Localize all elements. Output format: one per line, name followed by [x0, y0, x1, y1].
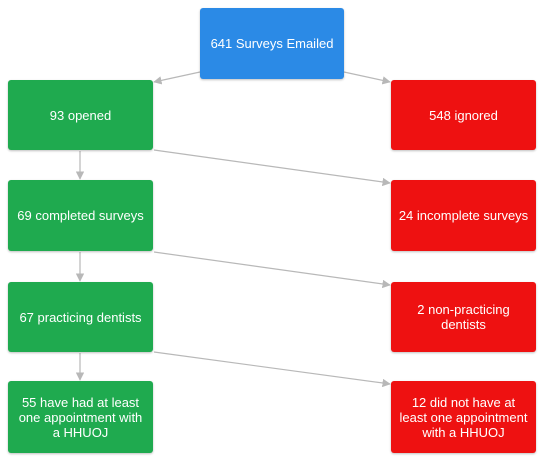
node-ignored: 548 ignored: [391, 80, 536, 150]
node-completed-surveys: 69 completed surveys: [8, 180, 153, 251]
edge-practicing-to-noappointment: [153, 351, 391, 388]
node-ignored-label: 548 ignored: [429, 107, 498, 123]
node-no-appointment-label: 12 did not have at least one appointment…: [399, 394, 528, 440]
node-had-appointment-label: 55 have had at least one appointment wit…: [18, 394, 143, 440]
node-incomplete-surveys: 24 incomplete surveys: [391, 180, 536, 251]
node-surveys-emailed-label: 641 Surveys Emailed: [210, 36, 334, 51]
edge-opened-to-incomplete: [153, 149, 391, 187]
edge-emailed-to-opened: [153, 71, 201, 85]
node-non-practicing-dentists-label: 2 non-practicing dentists: [417, 302, 510, 332]
node-incomplete-surveys-label: 24 incomplete surveys: [398, 208, 529, 223]
node-opened: 93 opened: [8, 80, 153, 150]
node-opened-label: 93 opened: [49, 107, 112, 123]
edge-emailed-to-ignored: [343, 71, 391, 85]
edge-completed-to-nonpracticing: [153, 251, 391, 289]
node-had-appointment: 55 have had at least one appointment wit…: [8, 381, 153, 453]
node-non-practicing-dentists: 2 non-practicing dentists: [391, 282, 536, 352]
node-no-appointment: 12 did not have at least one appointment…: [391, 381, 536, 453]
node-practicing-dentists: 67 practicing dentists: [8, 282, 153, 352]
node-completed-surveys-label: 69 completed surveys: [17, 208, 144, 223]
node-practicing-dentists-label: 67 practicing dentists: [19, 309, 142, 325]
node-surveys-emailed: 641 Surveys Emailed: [200, 8, 344, 79]
